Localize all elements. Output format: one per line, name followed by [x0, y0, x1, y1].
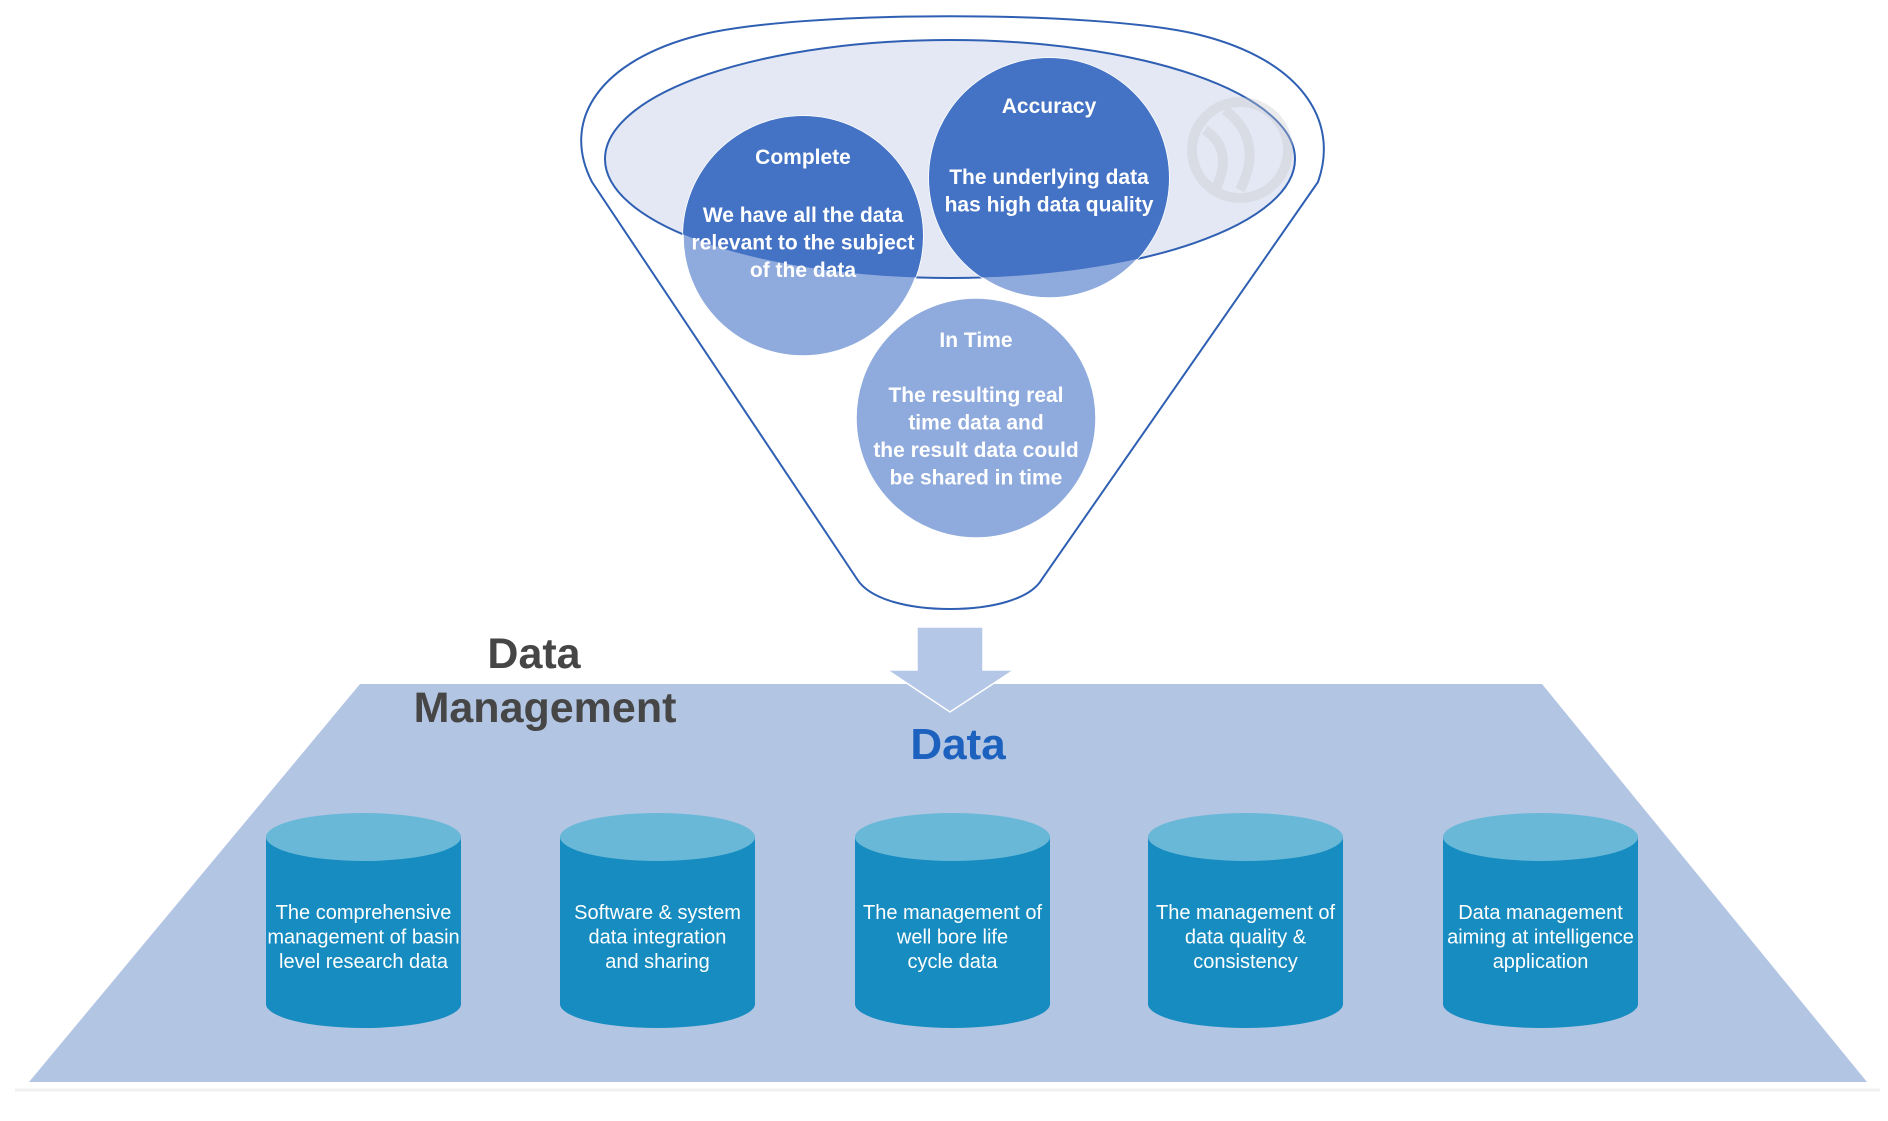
circle-complete-title: Complete — [755, 146, 851, 169]
cylinder-label: well bore life — [896, 927, 1008, 949]
cylinder-label: The management of — [863, 902, 1042, 924]
cylinder-label: Data management — [1458, 902, 1623, 924]
title-management: Management — [414, 684, 677, 732]
cylinder-label: Software & system — [574, 902, 741, 924]
circle-complete-text: We have all the data — [703, 204, 904, 227]
cylinder-label: consistency — [1193, 951, 1298, 973]
cylinder-label: level research data — [279, 951, 449, 973]
database-cylinder: The management of data quality &consisten… — [1148, 813, 1343, 1028]
circle-accuracy-text: has high data quality — [945, 194, 1154, 217]
cylinder-body — [1148, 837, 1343, 1028]
cylinder-label: and sharing — [605, 951, 710, 973]
cylinder-label: aiming at intelligence — [1447, 927, 1634, 949]
cylinder-top — [1443, 813, 1638, 861]
cylinder-label: application — [1493, 951, 1589, 973]
circle-complete-text: of the data — [750, 259, 856, 282]
circle-in-time-text: time data and — [908, 412, 1043, 435]
circle-complete: Complete We have all the data relevant to … — [682, 115, 924, 357]
circle-accuracy-overlay — [929, 58, 1169, 278]
database-cylinder: Data management aiming at intelligenceapp… — [1443, 813, 1638, 1028]
cylinder-label: management of basin — [267, 927, 459, 949]
database-cylinder: The comprehensive management of basinleve… — [266, 813, 461, 1028]
down-arrow-icon — [884, 626, 1017, 713]
watermark-icon — [1187, 97, 1293, 203]
platform-label-data: Data — [910, 720, 1006, 769]
cylinder-body — [1443, 837, 1638, 1028]
cylinder-top — [1148, 813, 1343, 861]
circle-complete-overlay — [683, 116, 923, 278]
cylinder-body — [266, 837, 461, 1028]
circle-accuracy-text: The underlying data — [949, 166, 1149, 189]
cylinder-top — [855, 813, 1050, 861]
circle-in-time-text: be shared in time — [890, 467, 1063, 490]
circle-accuracy-title: Accuracy — [1002, 95, 1097, 118]
cylinder-label: cycle data — [907, 951, 998, 973]
cylinder-top — [266, 813, 461, 861]
cylinder-label: The management of — [1156, 902, 1335, 924]
cylinder-label: data integration — [589, 927, 727, 949]
circle-complete-text: relevant to the subject — [692, 232, 915, 255]
cylinder-label: data quality & — [1185, 927, 1307, 949]
title-data: Data — [487, 630, 581, 678]
cylinder-body — [560, 837, 755, 1028]
circle-in-time-title: In Time — [939, 329, 1012, 352]
circle-in-time-text: the result data could — [873, 439, 1078, 462]
circle-in-time-text: The resulting real — [888, 384, 1063, 407]
cylinder-label: The comprehensive — [276, 902, 452, 924]
circle-in-time-shape — [855, 297, 1097, 539]
cylinder-top — [560, 813, 755, 861]
cylinder-body — [855, 837, 1050, 1028]
